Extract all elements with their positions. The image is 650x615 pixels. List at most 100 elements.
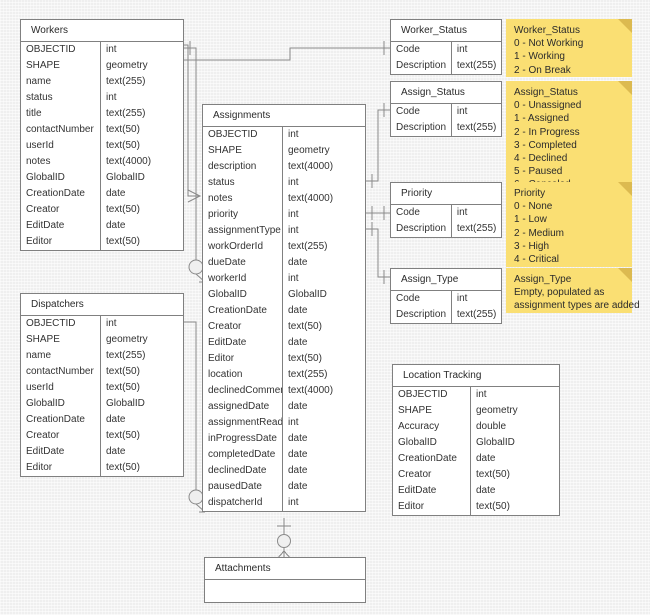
field-type: geometry — [288, 145, 330, 156]
field-name: userId — [21, 138, 101, 154]
entity-title-priority: Priority — [391, 183, 501, 205]
note-line: 4 - Critical — [514, 254, 560, 266]
field-type: date — [288, 401, 308, 412]
field-name: CreationDate — [21, 412, 101, 428]
field-name: title — [21, 106, 101, 122]
field-type: geometry — [476, 405, 518, 416]
note-line: 1 - Assigned — [514, 113, 570, 125]
field-type: text(255) — [288, 241, 328, 252]
field-name: Code — [391, 205, 452, 221]
note-worker-status[interactable]: Worker_Status 0 - Not Working 1 - Workin… — [506, 19, 632, 77]
field-type: text(50) — [106, 140, 140, 151]
field-row: status int — [203, 175, 365, 191]
note-line: 0 - Unassigned — [514, 100, 582, 112]
entity-title-location-tracking: Location Tracking — [393, 365, 559, 387]
field-name: EditDate — [21, 444, 101, 460]
field-type: int — [456, 106, 468, 117]
field-name: Code — [391, 291, 452, 307]
note-fold-icon — [618, 81, 632, 95]
field-type: text(50) — [106, 204, 140, 215]
field-name: GlobalID — [203, 287, 283, 303]
field-name: name — [21, 348, 101, 364]
field-type: int — [106, 44, 117, 55]
note-priority[interactable]: Priority 0 - None 1 - Low 2 - Medium 3 -… — [506, 182, 632, 267]
field-type: text(255) — [456, 223, 497, 234]
wire-workers-to-assignments — [184, 47, 197, 268]
wire-assigntype — [366, 228, 390, 278]
note-fold-icon — [618, 182, 632, 196]
entity-attachments[interactable]: Attachments — [204, 557, 366, 603]
field-name: userId — [21, 380, 101, 396]
field-name: workerId — [203, 271, 283, 287]
field-type: int — [288, 177, 299, 188]
field-name: CreationDate — [21, 186, 101, 202]
field-type: date — [288, 433, 308, 444]
field-type: text(255) — [288, 369, 328, 380]
note-title: Priority — [514, 188, 546, 199]
note-line: 5 - Paused — [514, 166, 563, 178]
field-type: text(4000) — [106, 156, 152, 167]
field-name: declinedComment — [203, 383, 283, 399]
field-name: description — [203, 159, 283, 175]
field-type: text(50) — [476, 501, 510, 512]
field-type: date — [288, 449, 308, 460]
note-assign-type[interactable]: Assign_Type Empty, populated as assignme… — [506, 268, 640, 313]
field-type: date — [288, 257, 308, 268]
entity-title-worker-status: Worker_Status — [391, 20, 501, 42]
field-name: Creator — [21, 202, 101, 218]
wire-assignstatus — [366, 109, 390, 182]
field-name: notes — [203, 191, 283, 207]
field-name: Code — [391, 42, 452, 58]
field-type: int — [106, 92, 117, 103]
note-line: 2 - On Break — [514, 64, 571, 76]
field-name: Creator — [393, 467, 471, 483]
field-name: GlobalID — [21, 396, 101, 412]
field-type: text(50) — [106, 430, 140, 441]
field-name: status — [203, 175, 283, 191]
field-type: date — [106, 414, 126, 425]
field-type: text(4000) — [288, 161, 334, 172]
note-assign-status[interactable]: Assign_Status 0 - Unassigned 1 - Assigne… — [506, 81, 632, 192]
entity-title-workers: Workers — [21, 20, 183, 42]
field-name: Editor — [203, 351, 283, 367]
field-type: int — [456, 44, 468, 55]
note-line: 2 - In Progress — [514, 126, 580, 138]
note-title: Assign_Type — [514, 274, 572, 285]
note-line: 0 - None — [514, 201, 553, 213]
field-name: SHAPE — [203, 143, 283, 159]
field-type: int — [288, 209, 299, 220]
field-name: OBJECTID — [21, 316, 101, 332]
